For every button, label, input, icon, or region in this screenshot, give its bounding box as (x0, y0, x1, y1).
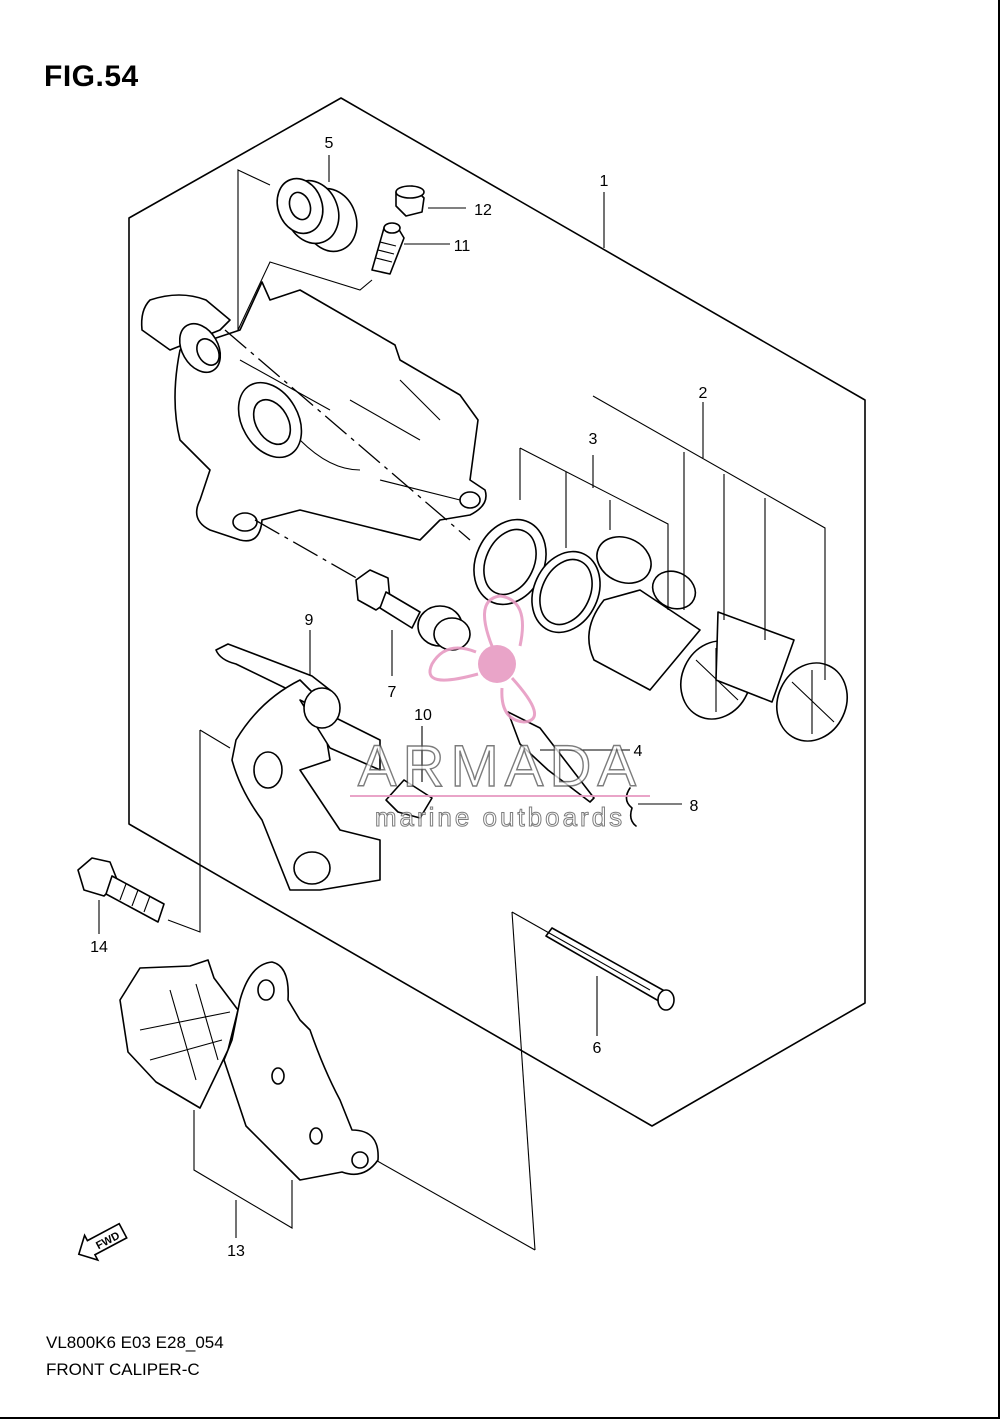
part-13-pad-outer (223, 961, 379, 1181)
bracket-6-bottom (371, 1157, 536, 1251)
callout-13: 13 (227, 1243, 245, 1260)
assembly-outline (128, 97, 866, 1127)
model-code: VL800K6 E03 E28_054 (46, 1333, 224, 1352)
bracket-14 (167, 730, 201, 933)
axis-line-pin (254, 519, 361, 581)
callout-6: 6 (593, 1040, 602, 1057)
callout-3: 3 (589, 431, 598, 448)
axis-line-caliper (224, 329, 471, 541)
part-5-boot (276, 177, 358, 253)
callout-2: 2 (699, 385, 708, 402)
figure-title: FIG.54 (44, 60, 139, 93)
part-13-pad-inner (119, 959, 239, 1109)
bracket-6-top (511, 911, 651, 991)
callout-8: 8 (690, 798, 699, 815)
bracket-2 (592, 395, 826, 680)
watermark-name: ARMADA (358, 734, 642, 799)
callout-4: 4 (634, 743, 643, 760)
caliper-body (140, 281, 487, 542)
callout-5: 5 (325, 135, 334, 152)
bracket-13 (193, 1110, 293, 1229)
bracket-14-top (199, 729, 231, 749)
bracket-5 (237, 169, 271, 330)
part-9-bracket (215, 643, 381, 891)
callout-14: 14 (90, 939, 108, 956)
callout-10: 10 (414, 707, 432, 724)
callout-11: 11 (454, 238, 471, 255)
piston-seal-3 (596, 536, 697, 610)
part-8-clip (625, 787, 637, 827)
watermark-tagline: marine outboards (375, 802, 625, 832)
callout-7: 7 (388, 684, 397, 701)
watermark-propeller-logo (428, 594, 536, 724)
part-11-bleeder (371, 222, 405, 275)
part-14-bolt (77, 857, 165, 923)
piston-2 (715, 611, 848, 742)
bracket-3 (519, 447, 669, 610)
part-10-clip (385, 779, 433, 819)
callout-12: 12 (474, 202, 492, 219)
section-name: FRONT CALIPER-C (46, 1360, 200, 1379)
fwd-label: FWD (94, 1230, 122, 1252)
watermark: ARMADA marine outboards (350, 594, 650, 833)
fwd-arrow-icon: FWD (77, 1222, 128, 1262)
callout-1: 1 (600, 173, 609, 190)
callout-9: 9 (305, 612, 314, 629)
bracket-5-lower (237, 261, 373, 331)
piston-seal-2 (531, 550, 601, 634)
part-6-pin (545, 927, 675, 1011)
bracket-6-right (511, 911, 536, 1251)
part-4-spring (507, 711, 595, 803)
part-12-cap (395, 185, 425, 217)
part-7-slide-pin (355, 569, 471, 651)
piston-seal-1 (473, 518, 547, 606)
